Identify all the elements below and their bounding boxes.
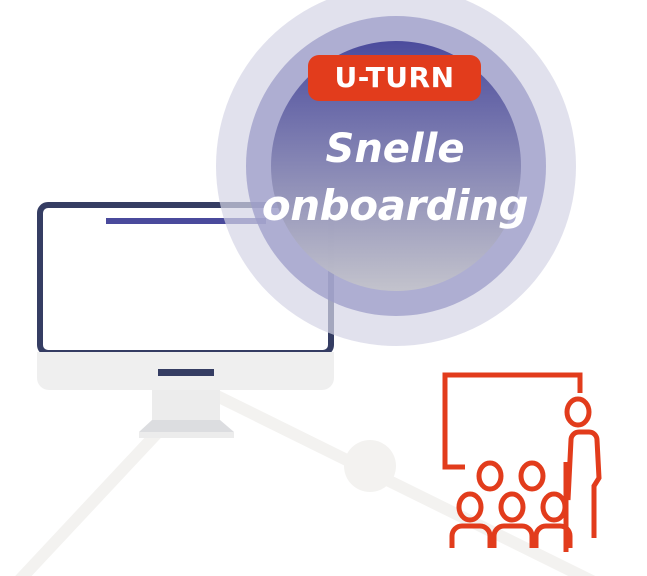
title-line-1: Snelle (325, 126, 465, 172)
presentation-audience-icon (442, 372, 602, 552)
u-turn-badge: U-TURN (308, 55, 481, 101)
connector-lines (15, 389, 596, 576)
title-line-2: onboarding (261, 181, 529, 230)
connector-node (344, 440, 396, 492)
